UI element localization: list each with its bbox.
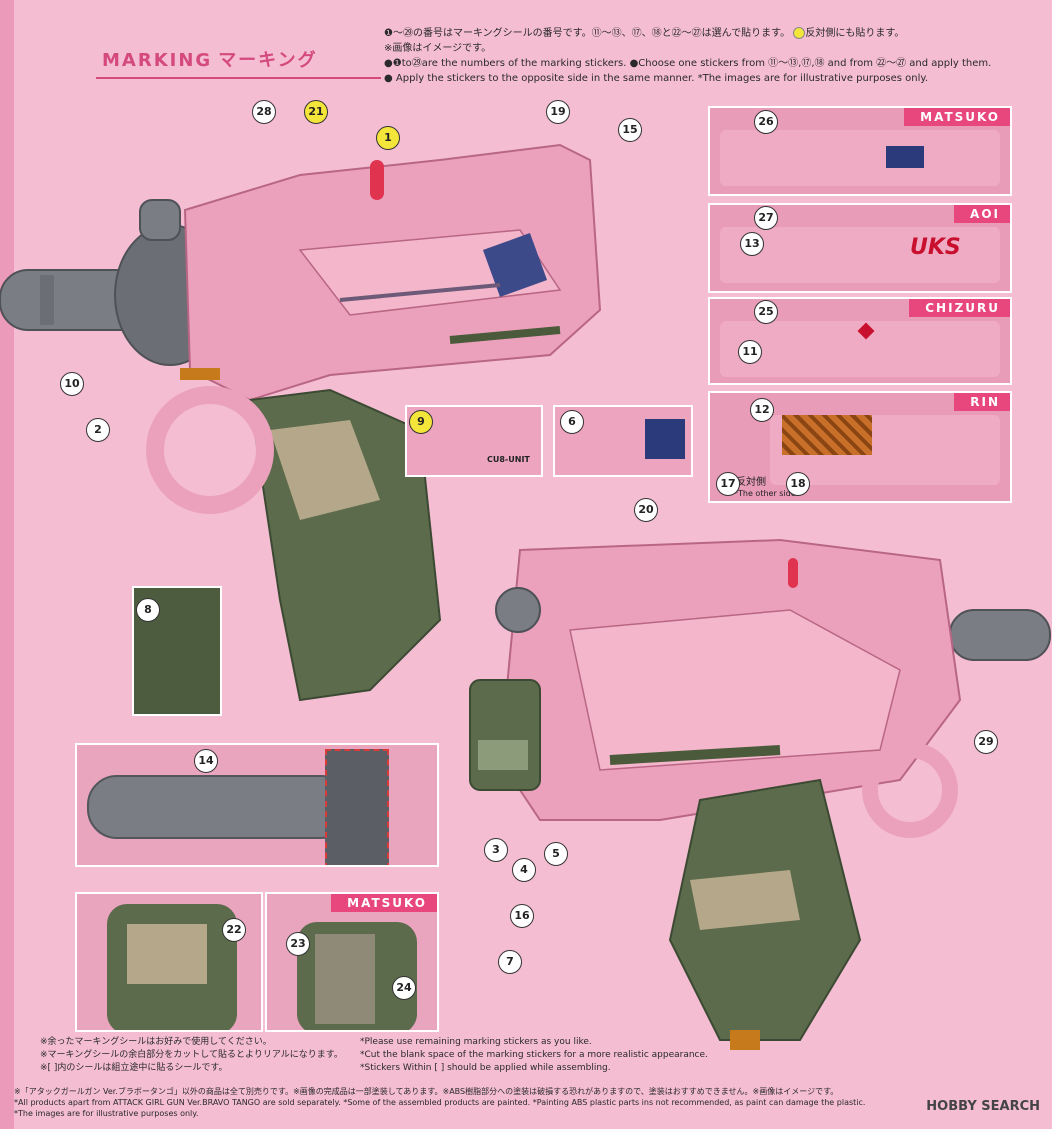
- barrel-detail: [87, 775, 351, 839]
- callout-27: 27: [754, 206, 778, 230]
- callout-15: 15: [618, 118, 642, 142]
- notes-jp: ※余ったマーキングシールはお好みで使用してください。 ※マーキングシールの余白部…: [40, 1037, 343, 1073]
- instruction-notes: ❶〜㉙の番号はマーキングシールの番号です。⑪〜⑬、⑰、⑱と㉒〜㉗は選んで貼ります…: [384, 26, 1044, 86]
- callout-11: 11: [738, 340, 762, 364]
- callout-2: 2: [86, 418, 110, 442]
- callout-8: 8: [136, 598, 160, 622]
- note-line-4: ● Apply the stickers to the opposite sid…: [384, 73, 929, 84]
- other-side-en: *The other side.: [734, 489, 799, 498]
- yellow-dot-icon: [793, 27, 806, 39]
- note-line-1b: 反対側にも貼ります。: [805, 28, 905, 39]
- note-line-1: ❶〜㉙の番号はマーキングシールの番号です。⑪〜⑬、⑰、⑱と㉒〜㉗は選んで貼ります…: [384, 28, 791, 39]
- panel-tag-rin: RIN: [954, 393, 1010, 411]
- callout-12: 12: [750, 398, 774, 422]
- callout-24: 24: [392, 976, 416, 1000]
- emblem-sticker: [482, 232, 548, 298]
- callout-26: 26: [754, 110, 778, 134]
- callout-18: 18: [786, 472, 810, 496]
- inset-22: [75, 892, 263, 1032]
- inset-matsuko-grip: MATSUKO: [265, 892, 439, 1032]
- other-side-jp: 反対側: [736, 477, 766, 488]
- red-marking-1: [370, 160, 384, 200]
- sticker-26: [886, 146, 924, 168]
- callout-1: 1: [376, 126, 400, 150]
- callout-13: 13: [740, 232, 764, 256]
- callout-19: 19: [546, 100, 570, 124]
- tiger-sticker-12: [782, 415, 872, 455]
- inset-14: [75, 743, 439, 867]
- callout-7: 7: [498, 950, 522, 974]
- trigger-guard: [146, 386, 274, 514]
- callout-14: 14: [194, 749, 218, 773]
- cu-unit-label: CU8-UNIT: [487, 455, 530, 464]
- title-underline: [96, 77, 381, 79]
- callout-9: 9: [409, 410, 433, 434]
- callout-16: 16: [510, 904, 534, 928]
- callout-25: 25: [754, 300, 778, 324]
- main-gun-illustration: [0, 143, 602, 702]
- notes-en: *Please use remaining marking stickers a…: [360, 1037, 708, 1073]
- orange-part: [180, 368, 220, 380]
- callout-17: 17: [716, 472, 740, 496]
- sticker-27: UKS: [910, 235, 961, 260]
- hobby-search-logo: HOBBY SEARCH: [926, 1099, 1040, 1114]
- callout-20: 20: [634, 498, 658, 522]
- gun-detail: [720, 227, 1000, 283]
- gun-detail: [720, 130, 1000, 186]
- sticker-14-frame: [325, 749, 389, 865]
- callout-6: 6: [560, 410, 584, 434]
- note-line-3: ●❶to㉙are the numbers of the marking stic…: [384, 58, 992, 69]
- panel-tag-chizuru: CHIZURU: [909, 299, 1010, 317]
- callout-28: 28: [252, 100, 276, 124]
- second-gun-illustration: [469, 538, 1051, 1050]
- callout-5: 5: [544, 842, 568, 866]
- callout-3: 3: [484, 838, 508, 862]
- footer-notes: ※「アタックガールガン Ver.ブラボータンゴ」以外の商品は全て別売りです。※画…: [14, 1087, 866, 1118]
- panel-tag-aoi: AOI: [954, 205, 1010, 223]
- callout-29: 29: [974, 730, 998, 754]
- callout-4: 4: [512, 858, 536, 882]
- panel-tag-matsuko-bottom: MATSUKO: [331, 894, 437, 912]
- callout-10: 10: [60, 372, 84, 396]
- callout-23: 23: [286, 932, 310, 956]
- callout-22: 22: [222, 918, 246, 942]
- callout-21: 21: [304, 100, 328, 124]
- note-line-2: ※画像はイメージです。: [384, 43, 492, 54]
- panel-tag-matsuko: MATSUKO: [904, 108, 1010, 126]
